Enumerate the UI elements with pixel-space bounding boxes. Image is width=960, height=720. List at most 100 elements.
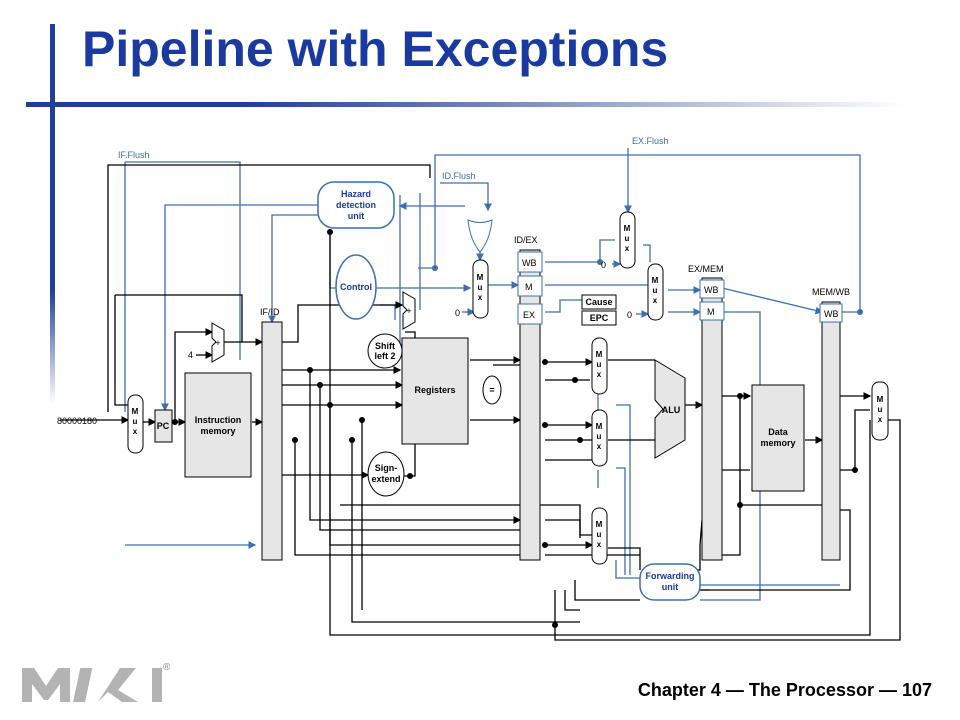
svg-text:M: M [596, 422, 603, 431]
svg-text:Instruction: Instruction [195, 415, 242, 425]
ex-mem-register [701, 277, 723, 561]
svg-text:Data: Data [768, 427, 789, 437]
svg-text:u: u [597, 432, 602, 441]
svg-text:x: x [133, 427, 138, 436]
svg-text:u: u [625, 234, 630, 243]
mux-alu-a: M u x [591, 337, 608, 395]
id-ex-wb: WB [522, 258, 537, 268]
svg-text:Control: Control [340, 282, 372, 292]
svg-text:Shift: Shift [375, 341, 395, 351]
slide-footer: Chapter 4 — The Processor — 107 [637, 680, 932, 700]
svg-text:M: M [596, 350, 603, 359]
svg-text:+: + [215, 338, 220, 348]
ex-mem-m: M [707, 307, 715, 317]
if-flush-label: IF.Flush [118, 150, 150, 160]
mux-control-id: M u x [472, 259, 489, 319]
svg-text:x: x [653, 296, 658, 305]
id-ex-label: ID/EX [514, 235, 538, 245]
control-unit [335, 254, 377, 320]
const-zero-ex: 0 [627, 310, 632, 320]
svg-text:detection: detection [336, 200, 376, 210]
id-ex-ex: EX [523, 310, 535, 320]
svg-text:+: + [406, 306, 411, 316]
title-horizontal-accent [26, 102, 906, 107]
pipeline-registers: IF/ID ID/EX WB M EX EX/MEM WB M MEM/WB W… [260, 235, 850, 561]
svg-text:Forwarding: Forwarding [646, 571, 695, 581]
svg-text:memory: memory [200, 426, 235, 436]
svg-text:x: x [597, 442, 602, 451]
publisher-logo: ® [20, 660, 171, 711]
svg-text:Sign-: Sign- [375, 463, 398, 473]
data-lines [60, 164, 901, 641]
svg-text:Hazard: Hazard [341, 189, 371, 199]
const-zero-ex-top: 0 [601, 260, 606, 270]
svg-text:M: M [596, 520, 603, 529]
svg-text:Registers: Registers [414, 385, 455, 395]
program-counter [154, 409, 173, 443]
data-memory [751, 384, 805, 492]
multiplexers: M u x M u x M u x M u x M u x [127, 211, 889, 565]
svg-text:u: u [133, 417, 138, 426]
epc-register [581, 310, 617, 326]
svg-text:x: x [625, 244, 630, 253]
mux-writeback: M u x [871, 381, 889, 441]
mux-control-ex-top: M u x [619, 211, 636, 269]
flush-or-gate [467, 219, 493, 253]
title-vertical-accent [50, 24, 55, 404]
svg-text:x: x [597, 370, 602, 379]
register-file [401, 337, 469, 445]
svg-text:x: x [478, 293, 483, 302]
svg-text:left 2: left 2 [374, 351, 395, 361]
svg-text:x: x [878, 415, 883, 424]
const-zero-id: 0 [455, 308, 460, 318]
mux-regdst: M u x [591, 507, 608, 565]
if-id-register [261, 321, 283, 561]
id-flush-label: ID.Flush [442, 171, 476, 181]
svg-text:EPC: EPC [590, 313, 609, 323]
mux-alu-b: M u x [591, 409, 608, 467]
forwarding-unit [639, 563, 701, 601]
hazard-detection-unit [317, 181, 395, 229]
mem-wb-label: MEM/WB [812, 287, 850, 297]
mem-wb-register [821, 301, 841, 561]
mem-wb-wb: WB [824, 309, 839, 319]
functional-units: Hazard detection unit Control Shift left… [154, 181, 805, 601]
svg-text:u: u [878, 405, 883, 414]
branch-comparator [482, 375, 502, 405]
svg-text:x: x [597, 540, 602, 549]
svg-text:M: M [477, 273, 484, 282]
id-flush-line [440, 182, 492, 212]
svg-text:u: u [653, 286, 658, 295]
svg-text:memory: memory [760, 438, 795, 448]
registered-mark: ® [163, 662, 170, 673]
svg-text:PC: PC [157, 421, 170, 431]
svg-text:=: = [489, 385, 494, 395]
alu [654, 359, 686, 459]
pc-adder [211, 322, 225, 363]
svg-text:M: M [132, 407, 139, 416]
junction-dots [172, 229, 858, 628]
instruction-memory [184, 372, 252, 478]
svg-text:extend: extend [371, 474, 400, 484]
svg-text:u: u [478, 283, 483, 292]
mux-pc: M u x [127, 394, 144, 454]
svg-text:M: M [652, 276, 659, 285]
svg-text:unit: unit [662, 582, 679, 592]
slide-title: Pipeline with Exceptions [82, 21, 669, 77]
ex-mem-wb: WB [704, 285, 719, 295]
svg-text:ALU: ALU [662, 405, 681, 415]
svg-text:M: M [624, 224, 631, 233]
ex-flush-label: EX.Flush [632, 136, 669, 146]
exception-address: 80000180 [57, 416, 97, 426]
if-id-label: IF/ID [260, 307, 280, 317]
svg-text:u: u [597, 530, 602, 539]
const-four: 4 [188, 350, 193, 360]
cause-register [581, 294, 617, 310]
branch-adder [402, 291, 416, 330]
top-blue-loop [418, 154, 861, 312]
sign-extend [367, 451, 405, 497]
id-ex-register [519, 249, 541, 561]
svg-text:unit: unit [348, 211, 365, 221]
svg-text:u: u [597, 360, 602, 369]
